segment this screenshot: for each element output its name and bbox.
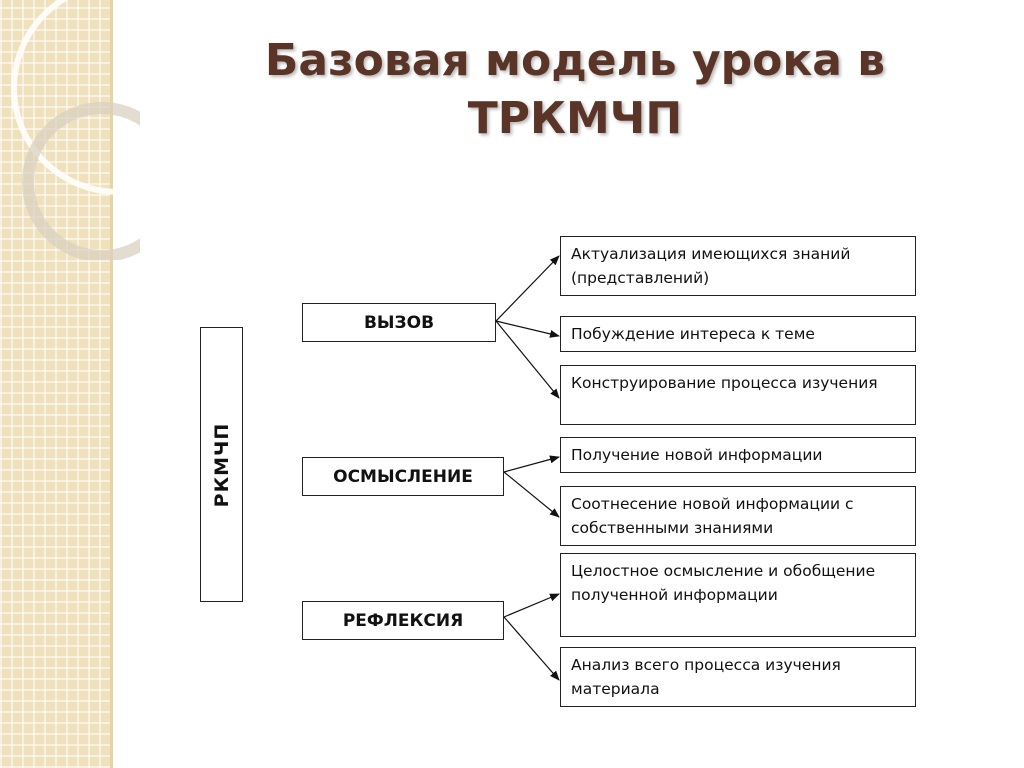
- stage-box-comprehension: ОСМЫСЛЕНИЕ: [302, 457, 504, 496]
- outcome-box-analysis: Анализ всего процесса изучения материала: [560, 647, 916, 707]
- stage-label-comprehension: ОСМЫСЛЕНИЕ: [333, 466, 473, 487]
- stage-box-reflection: РЕФЛЕКСИЯ: [302, 601, 504, 640]
- arrow-comprehension-to-new-info: [503, 455, 560, 473]
- outcome-box-construction: Конструирование процесса изучения: [560, 365, 916, 425]
- outcome-text-generalization: Целостное осмысление и обобщение получен…: [571, 562, 876, 604]
- arrow-call-to-interest: [495, 320, 560, 338]
- outcome-box-generalization: Целостное осмысление и обобщение получен…: [560, 553, 916, 637]
- outcome-text-interest: Побуждение интереса к теме: [571, 325, 815, 343]
- outcome-box-new-info: Получение новой информации: [560, 437, 916, 473]
- stage-box-call: ВЫЗОВ: [302, 303, 496, 342]
- outcome-text-correlation: Соотнесение новой информации с собственн…: [571, 495, 854, 537]
- outcome-text-analysis: Анализ всего процесса изучения материала: [571, 656, 841, 698]
- arrow-reflection-to-generalization: [503, 593, 560, 618]
- outcome-text-new-info: Получение новой информации: [571, 446, 823, 464]
- stage-label-reflection: РЕФЛЕКСИЯ: [342, 610, 464, 631]
- stage-label-call: ВЫЗОВ: [363, 312, 435, 333]
- outcome-box-correlation: Соотнесение новой информации с собственн…: [560, 486, 916, 546]
- outcome-box-interest: Побуждение интереса к теме: [560, 316, 916, 352]
- outcome-text-construction: Конструирование процесса изучения: [571, 374, 878, 392]
- root-box-rkmchp: РКМЧП: [200, 327, 243, 602]
- arrow-call-to-actualization: [495, 255, 560, 322]
- decorative-circles: [11, 0, 140, 260]
- arrow-reflection-to-analysis: [503, 616, 560, 681]
- arrow-comprehension-to-correlation: [503, 471, 560, 518]
- outcome-box-actualization: Актуализация имеющихся знаний (представл…: [560, 236, 916, 296]
- outcome-text-actualization: Актуализация имеющихся знаний (представл…: [571, 245, 851, 287]
- arrow-call-to-construction: [495, 320, 560, 399]
- slide-title: Базовая модель урока в ТРКМЧП: [264, 35, 886, 144]
